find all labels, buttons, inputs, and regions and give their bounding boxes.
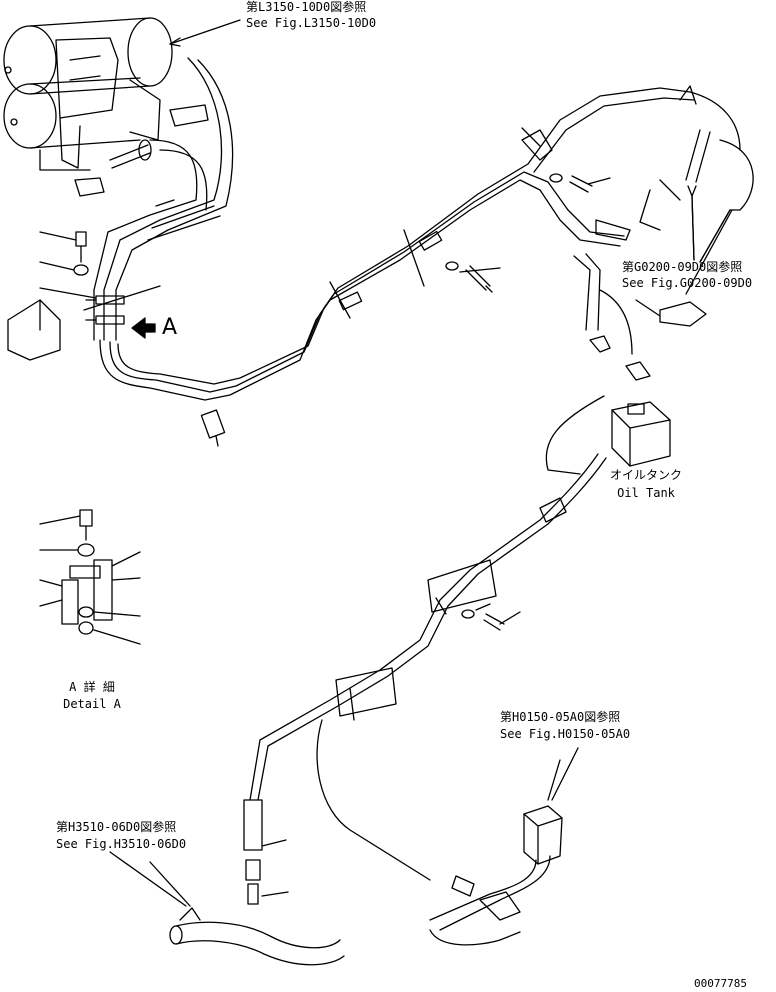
middle-bolt <box>445 261 501 293</box>
compressor-callout-jp: 第L3150-10D0図参照 <box>246 0 367 14</box>
upper-bolt <box>549 173 611 193</box>
oil-tank-label-en: Oil Tank <box>617 486 675 500</box>
hose-bundle-left <box>93 57 234 341</box>
hose-run-main <box>99 87 695 401</box>
view-arrow <box>131 317 156 339</box>
hose-callout-jp: 第H3510-06D0図参照 <box>56 820 177 834</box>
tank-tubes <box>573 253 651 381</box>
detail-a-drawing <box>39 509 141 645</box>
left-bolt <box>73 231 89 276</box>
frame-callout-en: See Fig.G0200-09D0 <box>622 276 753 290</box>
frame-parts <box>595 85 754 327</box>
valve-leader <box>551 747 579 801</box>
valve-callout-en: See Fig.H0150-05A0 <box>500 727 631 741</box>
compressor-assembly <box>3 17 173 171</box>
lower-bolt <box>461 603 521 631</box>
detail-title-en: Detail A <box>63 697 121 711</box>
upper-bracket <box>521 127 553 161</box>
clamp-a <box>85 295 125 325</box>
frame-leader-2 <box>685 209 733 295</box>
rubber-hose <box>149 861 345 966</box>
detail-title-jp: A 詳 細 <box>69 680 115 694</box>
run-clamps <box>200 229 443 447</box>
frame-leaders <box>691 195 731 263</box>
lower-fittings <box>243 799 289 905</box>
hose-leader <box>109 851 187 907</box>
compressor-fittings <box>74 104 209 197</box>
compressor-leader <box>169 19 241 45</box>
oil-tank <box>611 401 671 467</box>
drawing-number: 00077785 <box>694 977 747 990</box>
view-arrow-label: A <box>162 315 178 340</box>
compressor-callout-en: See Fig.L3150-10D0 <box>246 16 377 30</box>
hose-down <box>249 395 607 881</box>
left-leaders <box>39 231 161 311</box>
hose-callout-en: See Fig.H3510-06D0 <box>56 837 187 851</box>
oil-tank-label-jp: オイルタンク <box>609 468 682 482</box>
valve-callout-jp: 第H0150-05A0図参照 <box>500 710 621 724</box>
valve-assembly <box>429 759 563 946</box>
left-bracket <box>7 299 61 361</box>
frame-callout-jp: 第G0200-09D0図参照 <box>622 260 743 274</box>
